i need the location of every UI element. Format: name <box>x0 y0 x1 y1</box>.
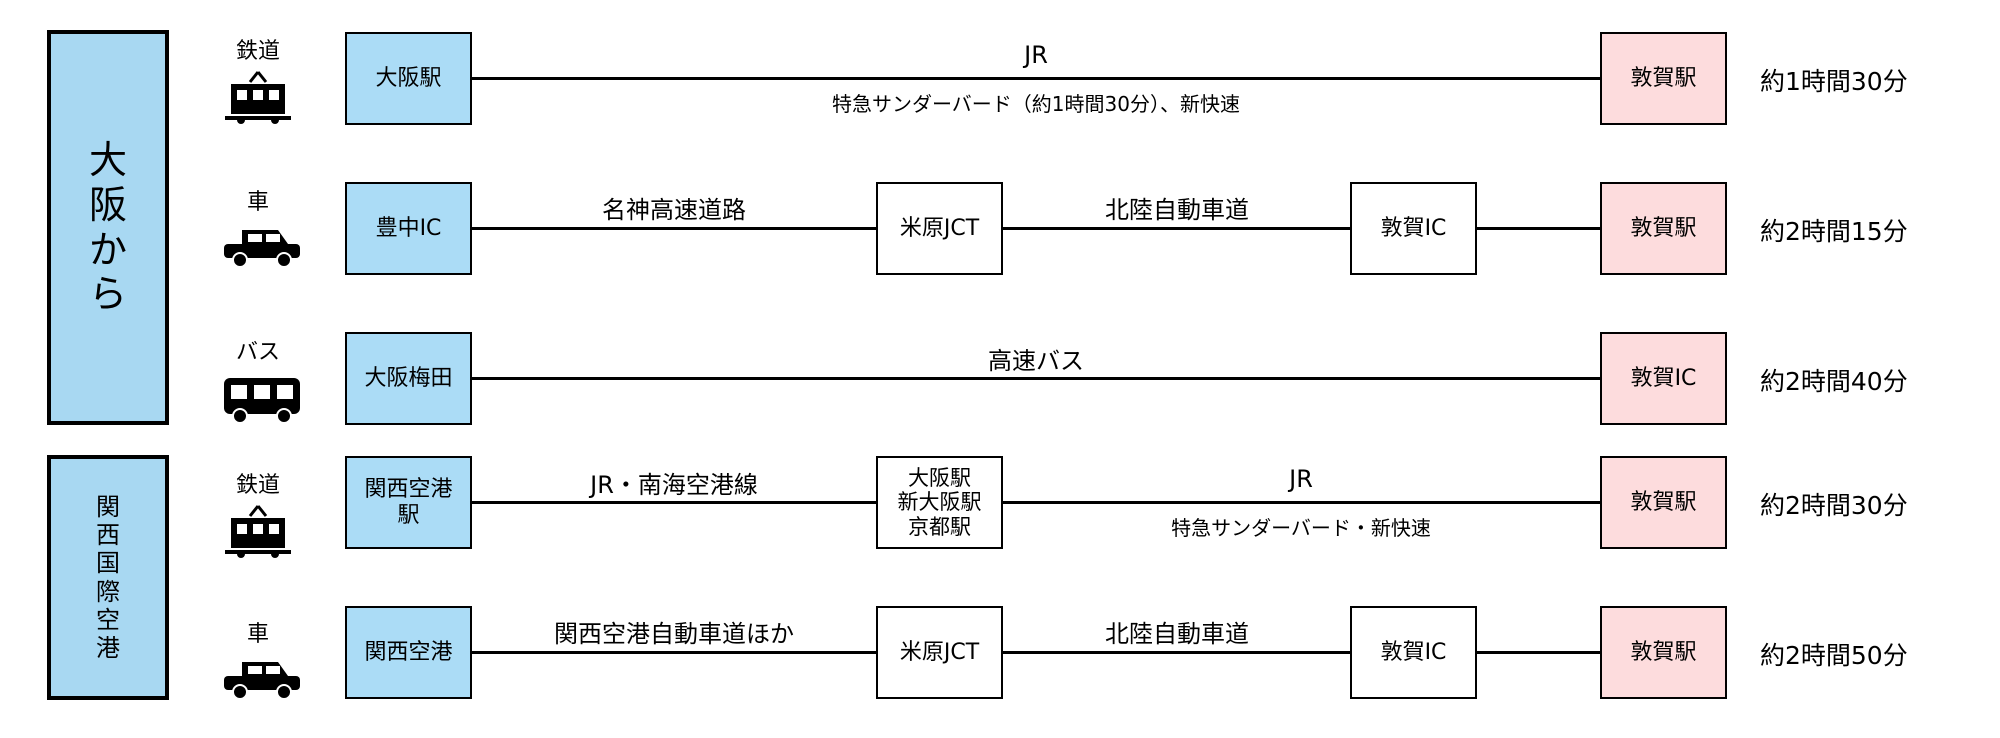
start-stop: 大阪梅田 <box>345 332 472 425</box>
route-sublabel: 特急サンダーバード・新快速 <box>1171 516 1431 540</box>
route-label: 高速バス <box>988 347 1084 375</box>
duration: 約2時間30分 <box>1760 491 1908 520</box>
destination-station: 敦賀駅 <box>1600 182 1727 275</box>
duration: 約2時間40分 <box>1760 367 1908 396</box>
route-label: JR <box>1024 41 1048 69</box>
mode-label: 車 <box>246 622 269 647</box>
start-interchange: 豊中IC <box>345 182 472 275</box>
route-sublabel: 特急サンダーバード（約1時間30分）、新快速 <box>832 92 1240 116</box>
origin-osaka-char: か <box>88 227 127 272</box>
origin-kansai-char: 港 <box>96 634 120 663</box>
junction-box: 米原JCT <box>876 182 1003 275</box>
origin-kansai-char: 空 <box>96 605 120 634</box>
car-icon <box>220 226 304 268</box>
duration: 約2時間50分 <box>1760 641 1908 670</box>
route-label: 名神高速道路 <box>602 196 746 224</box>
start-station: 関西空港 駅 <box>345 456 472 549</box>
route-line <box>472 651 1600 654</box>
car-icon <box>220 658 304 700</box>
destination-station: 敦賀駅 <box>1600 456 1727 549</box>
destination-station: 敦賀駅 <box>1600 606 1727 699</box>
interchange-box: 敦賀IC <box>1350 606 1477 699</box>
route-label: JR・南海空港線 <box>590 471 758 499</box>
destination-station: 敦賀駅 <box>1600 32 1727 125</box>
origin-osaka: 大 阪 か ら <box>47 30 169 425</box>
train-icon <box>225 70 291 124</box>
train-icon <box>225 504 291 558</box>
duration: 約1時間30分 <box>1760 67 1908 96</box>
interchange-box: 敦賀IC <box>1350 182 1477 275</box>
transfer-stations-box: 大阪駅 新大阪駅 京都駅 <box>876 456 1003 549</box>
origin-kansai-char: 関 <box>96 492 120 521</box>
duration: 約2時間15分 <box>1760 217 1908 246</box>
start-station: 大阪駅 <box>345 32 472 125</box>
route-line <box>472 77 1600 80</box>
mode-label: バス <box>235 340 280 365</box>
origin-kansai-char: 西 <box>96 520 120 549</box>
bus-icon <box>222 376 302 424</box>
route-label: 北陸自動車道 <box>1105 196 1249 224</box>
route-label: 北陸自動車道 <box>1105 620 1249 648</box>
route-line <box>472 377 1600 380</box>
mode-label: 車 <box>246 190 269 215</box>
mode-label: 鉄道 <box>235 473 280 498</box>
origin-osaka-char: 阪 <box>88 182 127 227</box>
route-label: 関西空港自動車道ほか <box>554 620 794 648</box>
route-line <box>472 501 1600 504</box>
start-airport: 関西空港 <box>345 606 472 699</box>
origin-kansai-airport: 関 西 国 際 空 港 <box>47 455 169 700</box>
route-label: JR <box>1289 465 1313 493</box>
origin-osaka-char: ら <box>88 272 127 317</box>
route-line <box>472 227 1600 230</box>
origin-kansai-char: 際 <box>96 577 120 606</box>
origin-osaka-char: 大 <box>88 137 127 182</box>
origin-kansai-char: 国 <box>96 549 120 578</box>
destination-interchange: 敦賀IC <box>1600 332 1727 425</box>
junction-box: 米原JCT <box>876 606 1003 699</box>
mode-label: 鉄道 <box>235 39 280 64</box>
